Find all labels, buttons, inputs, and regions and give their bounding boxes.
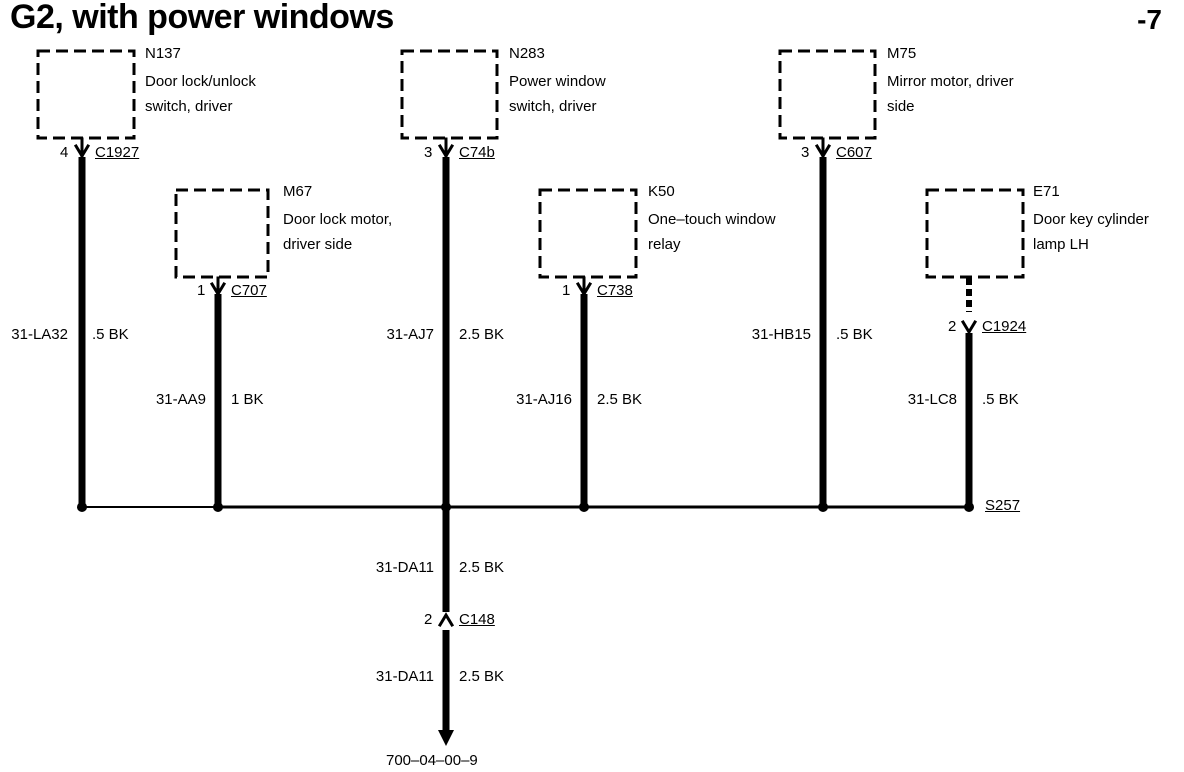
pin-number: 2 (948, 318, 957, 335)
splice-dot (441, 502, 451, 512)
wire-spec: 2.5 BK (459, 559, 505, 576)
component-box-m75 (778, 49, 877, 140)
splice-dot (213, 502, 223, 512)
circuit-id: 31-AJ7 (386, 326, 434, 343)
splice-dot (964, 502, 974, 512)
wire-spec: 1 BK (231, 391, 264, 408)
component-label: One–touch window (648, 211, 776, 228)
ground-arrow-icon (438, 730, 454, 746)
component-id: E71 (1033, 183, 1060, 200)
circuit-id: 31-AJ16 (516, 391, 572, 408)
wire-spec: 2.5 BK (459, 326, 505, 343)
component-box-k50 (538, 188, 638, 279)
wire-spec: .5 BK (836, 326, 873, 343)
connector-id: C1927 (95, 144, 140, 161)
component-label: Door key cylinder (1033, 211, 1149, 228)
component-box-n137 (36, 49, 136, 140)
pin-number: 2 (424, 611, 433, 628)
ground-reference: 700–04–00–9 (386, 752, 478, 769)
wire-spec: .5 BK (982, 391, 1019, 408)
circuit-id: 31-LC8 (907, 391, 957, 408)
pin-number: 3 (801, 144, 810, 161)
connector-symbol-c1924 (960, 319, 978, 335)
wire-spec: 2.5 BK (459, 668, 505, 685)
circuit-id: 31-DA11 (375, 668, 434, 685)
component-label: relay (648, 236, 681, 253)
splice-id: S257 (985, 497, 1021, 514)
wire-spec: 2.5 BK (597, 391, 643, 408)
connector-id: C74b (459, 144, 495, 161)
connector-id: C148 (459, 611, 495, 628)
component-id: M75 (887, 45, 917, 62)
component-box-m67 (174, 188, 270, 279)
wire-spec: .5 BK (92, 326, 129, 343)
pin-number: 4 (60, 144, 69, 161)
component-label: driver side (283, 236, 353, 253)
component-label: Door lock/unlock (145, 73, 256, 90)
component-box-n283 (400, 49, 499, 140)
component-label: lamp LH (1033, 236, 1089, 253)
component-label: Mirror motor, driver (887, 73, 1014, 90)
circuit-id: 31-AA9 (155, 391, 206, 408)
connector-id: C738 (597, 282, 633, 299)
component-box-e71 (925, 188, 1025, 279)
circuit-id: 31-HB15 (751, 326, 811, 343)
component-label: side (887, 98, 915, 115)
component-id: N137 (145, 45, 181, 62)
diagram-title: G2, with power windows (10, 0, 394, 36)
component-id: K50 (648, 183, 675, 200)
component-label: Power window (509, 73, 606, 90)
connector-id: C1924 (982, 318, 1027, 335)
component-id: M67 (283, 183, 313, 200)
pin-number: 1 (197, 282, 206, 299)
page-reference: -7 (1137, 4, 1162, 35)
connector-id: C607 (836, 144, 872, 161)
splice-dot (579, 502, 589, 512)
pin-number: 3 (424, 144, 433, 161)
component-label: Door lock motor, (283, 211, 393, 228)
connector-symbol-c148 (437, 612, 455, 628)
connector-id: C707 (231, 282, 267, 299)
component-label: switch, driver (509, 98, 597, 115)
circuit-id: 31-LA32 (11, 326, 68, 343)
pin-number: 1 (562, 282, 571, 299)
splice-dot (818, 502, 828, 512)
splice-dot (77, 502, 87, 512)
component-label: switch, driver (145, 98, 233, 115)
circuit-id: 31-DA11 (375, 559, 434, 576)
component-id: N283 (509, 45, 545, 62)
